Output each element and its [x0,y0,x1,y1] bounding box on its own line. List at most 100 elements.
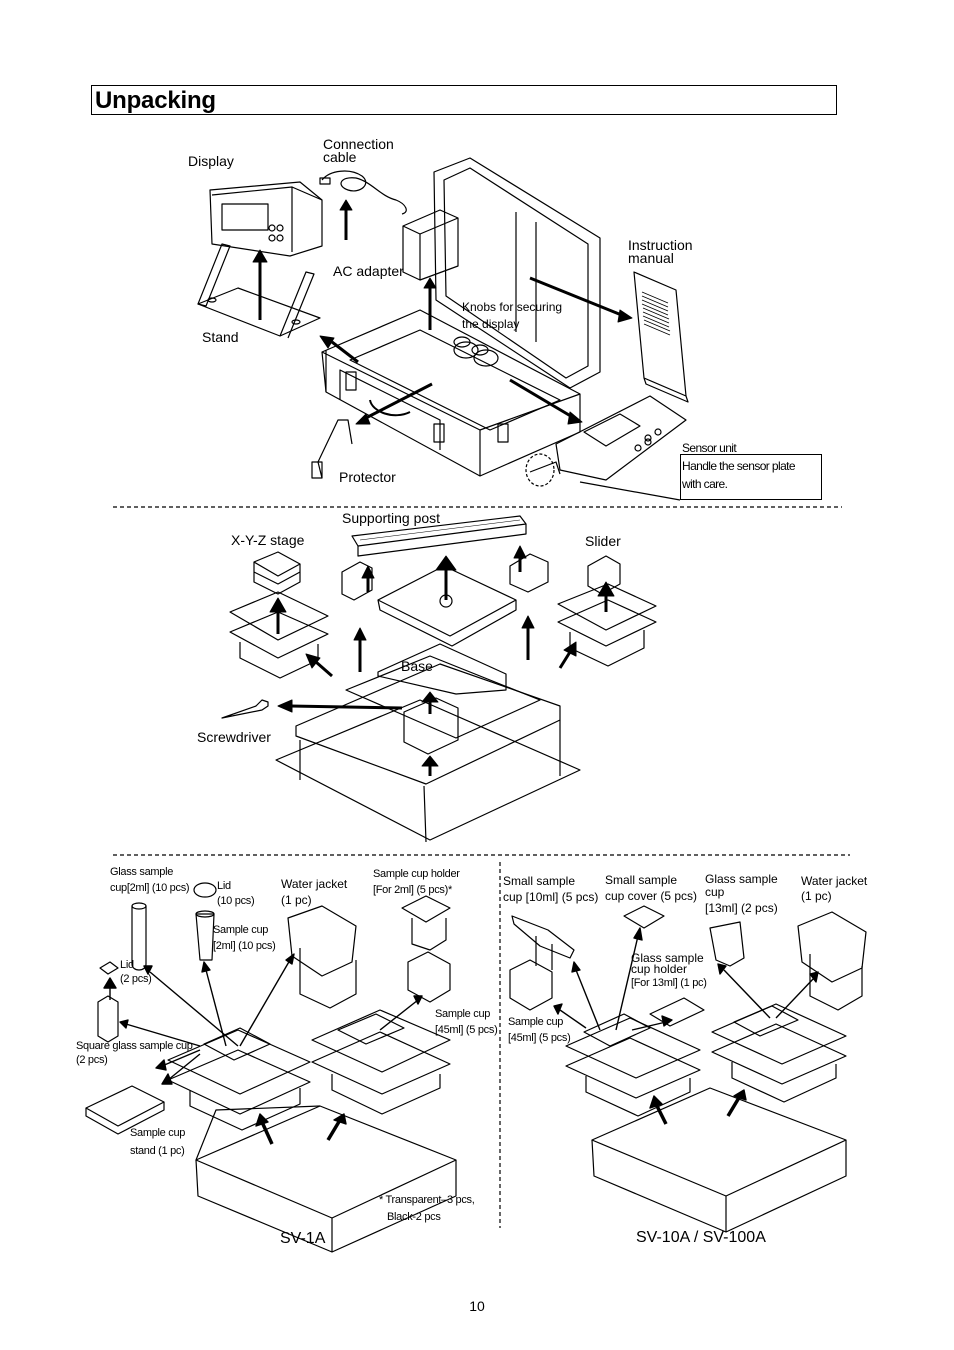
label-slider: Slider [585,533,621,549]
label-screwdriver: Screwdriver [197,729,271,745]
small-sample-cup-part [511,915,575,970]
label-water-jacket-b-2: (1 pc) [801,889,832,903]
glass-cup-2ml-part [131,902,147,971]
sensor-note-box [680,454,822,500]
label-small-cup-2: cup [10ml] (5 pcs) [503,890,599,904]
sv1a-inner-box-left [167,1027,311,1131]
knobs-part [453,336,489,356]
glass-cup-holder-13ml-part [649,997,705,1027]
label-holder-2ml-1: Sample cup holder [373,868,460,880]
case-arrows [252,199,633,425]
label-instruction-manual-2: manual [628,250,674,266]
sv10a-inner-box-left [565,1013,701,1117]
xyz-stage-box [229,591,329,679]
label-holder-2ml-2: [For 2ml] (5 pcs)* [373,884,452,896]
sensor-note-2: with care. [682,477,728,491]
label-small-cover-2: cup cover (5 pcs) [605,889,698,903]
label-protector: Protector [339,469,396,485]
page-title-box: Unpacking [91,85,837,115]
base-plate-part [377,565,517,695]
page-number: 10 [469,1298,485,1314]
label-display: Display [188,153,234,169]
label-square-glass-cup-1: Square glass sample cup [76,1040,193,1052]
sample-cup-holder-2ml-part [401,895,451,951]
water-jacket-2-part [797,911,867,1011]
label-holder-13ml-3: [For 13ml] (1 pc) [631,977,707,989]
label-lid-2-1: Lid [120,959,134,971]
model-sv10a: SV-10A / SV-100A [636,1229,766,1246]
label-small-cover-1: Small sample [605,873,678,887]
label-glass-cup-2ml-2: cup[2ml] (10 pcs) [110,882,190,894]
xyz-stage-part [253,551,301,595]
sample-cup-2ml-part [195,910,215,961]
label-cup-stand-1: Sample cup [130,1127,186,1139]
sv10a-outer-box [591,1087,847,1233]
sv1a-inner-box-right [311,1009,451,1115]
sample-cup-45ml-b-part [509,959,553,1011]
sv10a-arrows [553,927,819,1125]
screwdriver-part [221,699,269,719]
sample-cup-stand-part [85,1085,165,1135]
label-glass-cup-13ml-3: [13ml] (2 pcs) [705,901,778,915]
instruction-manual-booklet [633,271,689,403]
base-arrows [269,545,615,776]
label-glass-cup-13ml-2: cup [705,885,725,899]
glass-cup-13ml-part [709,921,745,967]
label-knobs-1: Knobs for securing [462,300,563,314]
protector-part [311,419,353,479]
carry-case [321,157,601,477]
label-lid-10-2: (10 pcs) [217,895,255,907]
footnote-1: * Transparent–3 pcs, [379,1194,475,1206]
label-water-jacket-b-1: Water jacket [801,874,868,888]
sensor-note-1: Handle the sensor plate [682,459,796,473]
label-glass-cup-13ml-1: Glass sample [705,872,778,886]
label-small-cup-1: Small sample [503,874,576,888]
label-knobs-2: the display [462,317,520,331]
label-xyz-stage: X-Y-Z stage [231,532,305,548]
label-glass-cup-2ml-1: Glass sample [110,866,174,878]
label-sensor-unit: Sensor unit [682,441,737,455]
label-sample-cup-2ml-1: Sample cup [213,924,269,936]
label-connection-cable-2: cable [323,149,357,165]
sv10a-inner-box-right [711,1003,847,1103]
slider-part [587,555,621,595]
label-lid-2-2: (2 pcs) [120,973,152,985]
model-sv1a: SV-1A [280,1230,326,1247]
label-ac-adapter: AC adapter [333,263,404,279]
label-sample-cup-45ml-b-1: Sample cup [508,1016,564,1028]
label-cup-stand-2: stand (1 pc) [130,1145,185,1157]
label-water-jacket-2: (1 pc) [281,893,312,907]
water-jacket-1-part [287,905,357,1009]
small-cup-cover-part [623,905,665,929]
lid-2-part [99,961,119,975]
square-glass-cup-part [97,995,119,1043]
label-sample-cup-45ml-2: [45ml] (5 pcs) [435,1024,498,1036]
sv1a-arrows [103,953,423,1145]
slider-box [557,583,657,667]
ac-adapter [402,209,459,281]
label-water-jacket-1: Water jacket [281,877,348,891]
label-sample-cup-2ml-2: [2ml] (10 pcs) [213,940,276,952]
sample-cup-45ml-part [407,951,451,1003]
label-square-glass-cup-2: (2 pcs) [76,1054,108,1066]
page-title: Unpacking [95,87,216,114]
connection-cable [319,170,407,215]
base-boxes [275,655,581,843]
label-sample-cup-45ml-1: Sample cup [435,1008,491,1020]
label-holder-13ml-2: cup holder [631,962,688,976]
sensor-unit-part [525,395,687,501]
stand-part [197,243,321,339]
label-lid-10-1: Lid [217,880,231,892]
label-base: Base [401,658,433,674]
footnote-2: Black-2 pcs [387,1211,441,1223]
label-supporting-post: Supporting post [342,510,441,526]
label-connection-cable-1: Connection [323,136,394,152]
display-unit [209,181,323,257]
sv1a-outer-box [195,1105,457,1253]
label-holder-13ml-1: Glass sample [631,951,704,965]
label-instruction-manual-1: Instruction [628,237,693,253]
label-stand: Stand [202,329,239,345]
label-sample-cup-45ml-b-2: [45ml] (5 pcs) [508,1032,571,1044]
supporting-post-part [351,515,527,557]
